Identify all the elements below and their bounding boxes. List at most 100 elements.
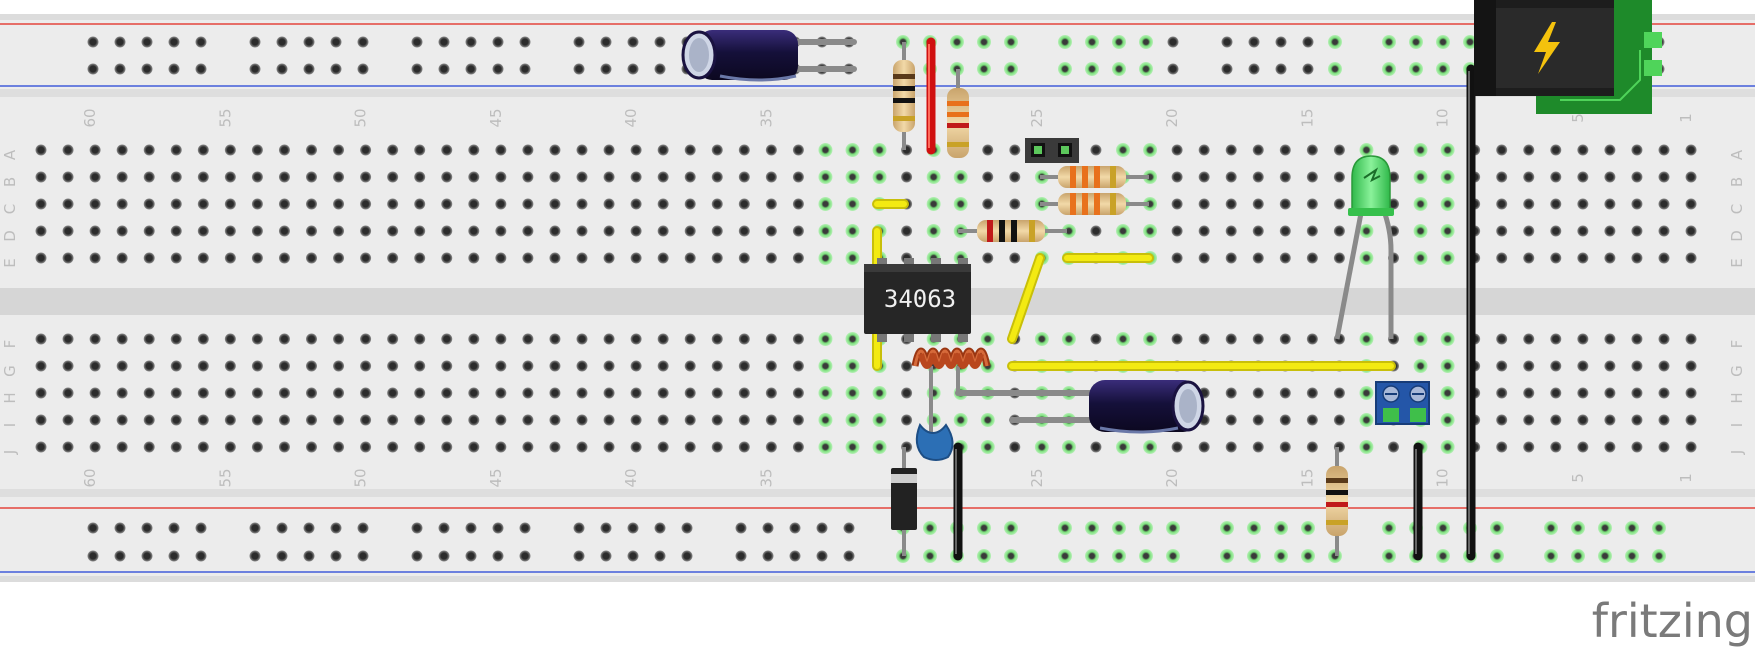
breadboard-hole[interactable]: [387, 225, 399, 237]
breadboard-hole[interactable]: [1306, 144, 1318, 156]
breadboard-hole[interactable]: [306, 387, 317, 399]
breadboard-hole[interactable]: [278, 441, 290, 453]
breadboard-hole[interactable]: [414, 414, 426, 426]
breadboard-hole[interactable]: [360, 333, 372, 345]
power-rail-hole[interactable]: [438, 36, 450, 48]
breadboard-hole[interactable]: [306, 441, 317, 453]
breadboard-hole[interactable]: [738, 252, 750, 264]
power-rail-hole[interactable]: [330, 36, 342, 48]
power-rail-hole[interactable]: [465, 550, 477, 562]
breadboard-hole[interactable]: [657, 333, 669, 345]
breadboard-hole[interactable]: [251, 387, 263, 399]
breadboard-hole[interactable]: [765, 198, 777, 210]
breadboard-hole[interactable]: [360, 171, 372, 183]
breadboard-hole[interactable]: [630, 171, 642, 183]
breadboard-hole[interactable]: [576, 198, 588, 210]
power-rail-hole[interactable]: [141, 36, 153, 48]
breadboard-hole[interactable]: [468, 441, 480, 453]
breadboard-hole[interactable]: [360, 144, 372, 156]
breadboard-hole[interactable]: [549, 144, 561, 156]
breadboard-hole[interactable]: [603, 360, 615, 372]
power-rail-hole[interactable]: [195, 550, 207, 562]
breadboard-hole[interactable]: [765, 252, 777, 264]
power-rail-hole[interactable]: [789, 550, 801, 562]
breadboard-hole[interactable]: [576, 441, 588, 453]
power-rail-hole[interactable]: [843, 550, 855, 562]
power-rail-hole[interactable]: [1139, 521, 1153, 535]
breadboard-hole[interactable]: [1034, 440, 1049, 454]
breadboard-hole[interactable]: [441, 252, 453, 264]
breadboard-hole[interactable]: [1143, 170, 1158, 184]
breadboard-hole[interactable]: [1279, 198, 1291, 210]
breadboard-hole[interactable]: [251, 171, 263, 183]
breadboard-hole[interactable]: [116, 171, 128, 183]
power-rail-hole[interactable]: [357, 522, 369, 534]
breadboard-hole[interactable]: [792, 252, 804, 264]
breadboard-hole[interactable]: [1685, 198, 1697, 210]
breadboard-hole[interactable]: [89, 387, 101, 399]
screw-terminal-block[interactable]: [1375, 381, 1430, 425]
power-rail-hole[interactable]: [1625, 521, 1639, 535]
breadboard-hole[interactable]: [1577, 171, 1589, 183]
power-rail-hole[interactable]: [87, 550, 99, 562]
power-rail-hole[interactable]: [1166, 549, 1180, 563]
breadboard-hole[interactable]: [982, 252, 994, 264]
breadboard-hole[interactable]: [1143, 440, 1158, 454]
power-rail-hole[interactable]: [1436, 35, 1450, 49]
breadboard-hole[interactable]: [306, 144, 317, 156]
power-rail-hole[interactable]: [1085, 35, 1099, 49]
breadboard-hole[interactable]: [89, 414, 101, 426]
power-rail-hole[interactable]: [411, 550, 423, 562]
power-rail-hole[interactable]: [1382, 521, 1396, 535]
breadboard-hole[interactable]: [143, 441, 155, 453]
power-rail-hole[interactable]: [1248, 36, 1260, 48]
breadboard-hole[interactable]: [982, 198, 994, 210]
breadboard-hole[interactable]: [414, 171, 426, 183]
breadboard-hole[interactable]: [495, 171, 507, 183]
power-rail-hole[interactable]: [654, 522, 666, 534]
breadboard-hole[interactable]: [845, 359, 860, 373]
breadboard-hole[interactable]: [495, 333, 507, 345]
breadboard-hole[interactable]: [765, 360, 777, 372]
breadboard-hole[interactable]: [576, 414, 588, 426]
breadboard-hole[interactable]: [441, 333, 453, 345]
breadboard-hole[interactable]: [657, 441, 669, 453]
breadboard-hole[interactable]: [711, 333, 723, 345]
power-rail-hole[interactable]: [1409, 35, 1423, 49]
breadboard-hole[interactable]: [1333, 144, 1345, 156]
breadboard-hole[interactable]: [1225, 252, 1237, 264]
breadboard-hole[interactable]: [251, 333, 263, 345]
power-rail-hole[interactable]: [1139, 35, 1153, 49]
breadboard-hole[interactable]: [630, 225, 642, 237]
breadboard-hole[interactable]: [1550, 171, 1562, 183]
breadboard-hole[interactable]: [684, 441, 696, 453]
breadboard-hole[interactable]: [1009, 252, 1021, 264]
breadboard-hole[interactable]: [62, 414, 74, 426]
power-rail-hole[interactable]: [141, 550, 153, 562]
breadboard-hole[interactable]: [792, 387, 804, 399]
breadboard-hole[interactable]: [1577, 360, 1589, 372]
power-rail-hole[interactable]: [519, 36, 531, 48]
breadboard-hole[interactable]: [926, 197, 941, 211]
breadboard-hole[interactable]: [1333, 225, 1345, 237]
breadboard-hole[interactable]: [1604, 144, 1616, 156]
breadboard-hole[interactable]: [872, 143, 887, 157]
breadboard-hole[interactable]: [980, 440, 995, 454]
breadboard-hole[interactable]: [1523, 441, 1535, 453]
breadboard-hole[interactable]: [792, 333, 804, 345]
breadboard-hole[interactable]: [1440, 413, 1455, 427]
breadboard-hole[interactable]: [792, 441, 804, 453]
power-rail-hole[interactable]: [1139, 549, 1153, 563]
power-rail-hole[interactable]: [1652, 521, 1666, 535]
power-rail-hole[interactable]: [1004, 521, 1018, 535]
power-rail-hole[interactable]: [654, 36, 666, 48]
power-rail-hole[interactable]: [735, 550, 747, 562]
power-rail-hole[interactable]: [1275, 63, 1287, 75]
breadboard-hole[interactable]: [765, 333, 777, 345]
breadboard-hole[interactable]: [1685, 414, 1697, 426]
breadboard-hole[interactable]: [1225, 225, 1237, 237]
breadboard-hole[interactable]: [1116, 224, 1130, 238]
breadboard-hole[interactable]: [1496, 414, 1508, 426]
power-rail-hole[interactable]: [141, 522, 153, 534]
breadboard-hole[interactable]: [387, 198, 399, 210]
